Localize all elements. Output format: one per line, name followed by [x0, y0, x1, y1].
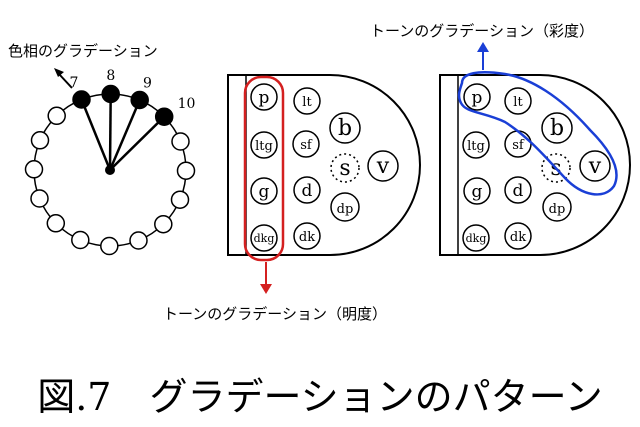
tone-d-label-2: d	[513, 181, 524, 201]
tone-sf-label: sf	[300, 138, 313, 153]
hue-dot	[30, 131, 50, 150]
hue-dot-selected	[101, 84, 120, 104]
tone-ltg-circle-2	[462, 131, 490, 159]
hue-gradation-label: 色相のグラデーション	[8, 42, 158, 60]
hue-spoke	[109, 115, 166, 171]
tone-dkg-circle	[250, 224, 278, 252]
tone-g-label-2: g	[472, 182, 483, 202]
tone-d-circle	[293, 176, 321, 204]
hue-dot	[47, 106, 66, 126]
tone-dp-circle	[330, 192, 360, 222]
tone-lt-label-2: lt	[513, 95, 523, 110]
tone-b-label: b	[338, 116, 352, 141]
tone-g-label: g	[259, 182, 270, 202]
hue-arrow-icon	[54, 68, 73, 89]
tone-v-circle-2	[579, 150, 611, 182]
saturation-arrow-icon	[477, 42, 489, 70]
tone-lt-circle-2	[504, 87, 532, 115]
tone-s-circle	[330, 153, 360, 183]
brightness-gradation-label: トーンのグラデーション（明度）	[163, 305, 387, 323]
hue-dot	[176, 161, 196, 180]
hue-number-label: 8	[106, 68, 115, 84]
tone-b-label-2: b	[550, 116, 564, 141]
hue-center-dot	[105, 165, 115, 175]
tone-dk-circle-2	[504, 222, 532, 250]
saturation-gradation-label: トーンのグラデーション（彩度）	[370, 22, 594, 40]
tone-sf-circle	[292, 130, 320, 158]
figure-caption: 図.7 グラデーションのパターン	[37, 375, 603, 419]
tone-p-circle	[250, 83, 278, 111]
hue-dot	[100, 236, 119, 256]
brightness-highlight	[243, 75, 285, 262]
tone-dkg-label: dkg	[254, 232, 275, 245]
tone-dk-label: dk	[299, 230, 315, 245]
hue-dot	[154, 214, 173, 234]
tone-g-circle	[250, 177, 278, 205]
tone-dkg-circle-2	[462, 224, 490, 252]
tone-ltg-label-2: ltg	[467, 139, 485, 154]
hue-numbers: 7 8 9 10	[70, 68, 196, 112]
tone-sf-label-2: sf	[512, 138, 525, 153]
tone-v-circle	[367, 150, 399, 182]
tone-v-label-2: v	[588, 154, 602, 179]
tone-d-circle-2	[504, 176, 532, 204]
tone-lt-circle	[293, 87, 321, 115]
tone-p-label: p	[259, 88, 270, 108]
hue-spoke	[108, 93, 112, 171]
tone-p-circle-2	[463, 83, 491, 111]
hue-number-label: 10	[178, 96, 196, 112]
tone-dk-label-2: dk	[510, 230, 526, 245]
hue-spoke	[108, 99, 141, 171]
hue-dot	[24, 160, 44, 179]
saturation-highlight	[457, 71, 618, 196]
tone-s-label: s	[339, 156, 350, 181]
tone-d-label: d	[302, 181, 313, 201]
tone-diagram-brightness: p lt b ltg sf s v g d dp dkg dk	[227, 74, 421, 294]
tone-diagram-saturation: p lt b ltg sf s v g d dp dkg dk	[439, 42, 631, 256]
tone-b-circle	[329, 112, 361, 144]
hue-dot-selected	[72, 90, 91, 109]
tone-ltg-label: ltg	[255, 139, 273, 154]
hue-dot	[171, 132, 190, 151]
tone-dk-circle	[293, 222, 321, 250]
hue-number-label: 7	[70, 75, 79, 91]
hue-dot	[30, 189, 49, 208]
hue-dot	[46, 214, 66, 233]
tone-dkg-label-2: dkg	[466, 232, 487, 245]
tone-ltg-circle	[250, 131, 278, 159]
hue-dot-selected	[130, 90, 149, 110]
hue-dots	[24, 84, 196, 256]
hue-number-label: 9	[143, 76, 152, 92]
hue-spoke	[80, 99, 112, 171]
brightness-arrow-icon	[260, 262, 272, 294]
tone-dp-label: dp	[337, 202, 354, 217]
tone-dp-circle-2	[542, 192, 572, 222]
hue-dot	[71, 230, 90, 250]
tone-diagram-outline-2	[439, 74, 631, 256]
hue-spokes	[80, 93, 166, 171]
tone-dp-label-2: dp	[549, 202, 566, 217]
tone-lt-label: lt	[302, 95, 312, 110]
hue-dot	[170, 190, 190, 209]
tone-diagram-outline	[227, 74, 421, 256]
tone-g-circle-2	[463, 177, 491, 205]
hue-dot-selected	[154, 107, 174, 126]
tone-b-circle-2	[541, 112, 573, 144]
hue-dot	[129, 231, 148, 250]
tone-v-label: v	[376, 154, 390, 179]
tone-p-label-2: p	[472, 88, 483, 108]
